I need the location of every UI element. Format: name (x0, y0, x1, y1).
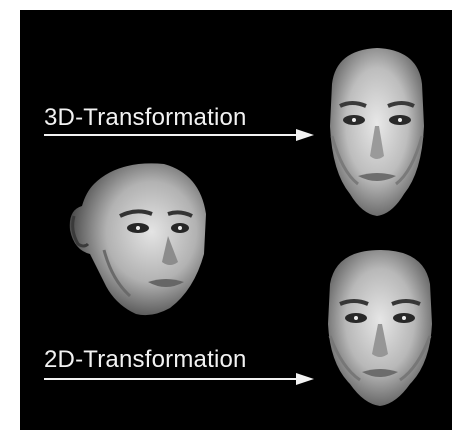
figure-panel: 3D-Transformation 2D-Transformation (20, 10, 452, 430)
face-source (60, 158, 210, 318)
arrow-2d-right (44, 372, 314, 386)
arrow-3d-right (44, 128, 314, 142)
face-2d-result (312, 246, 448, 410)
face-3d-result (312, 44, 442, 222)
label-2d-transformation: 2D-Transformation (44, 348, 247, 372)
label-3d-transformation: 3D-Transformation (44, 106, 247, 130)
